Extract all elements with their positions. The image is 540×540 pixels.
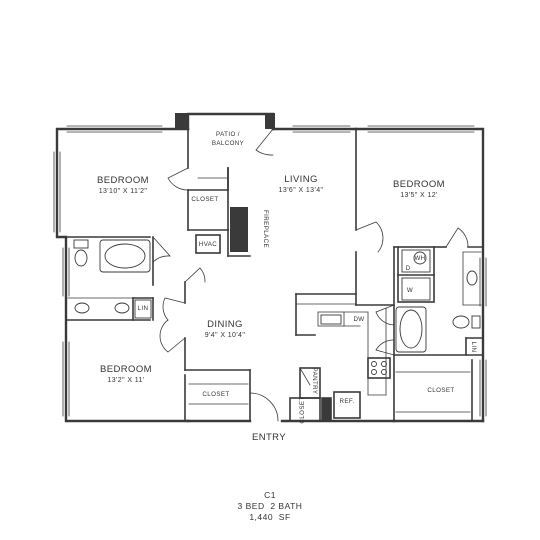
unit-area: 1,440 SF	[249, 512, 291, 522]
dryer-label: D	[406, 265, 411, 272]
closet-entry-label: CLOSET	[299, 396, 306, 423]
ref-label: REF.	[339, 398, 354, 405]
dining-name: DINING	[207, 319, 243, 330]
unit-beds-baths: 3 BED 2 BATH	[237, 501, 303, 511]
dining-dim: 9'4" X 10'4"	[205, 332, 246, 339]
living-dim: 13'6" X 13'4"	[279, 187, 324, 194]
door-swings	[152, 128, 469, 422]
counters	[67, 177, 482, 413]
wh-label: WH	[414, 255, 425, 262]
closet-e-label: CLOSET	[427, 387, 454, 394]
closet-sw-label: CLOSET	[202, 391, 229, 398]
unit-name: C1	[264, 490, 276, 500]
fireplace-label: FIREPLACE	[262, 210, 269, 248]
washer-label: W	[407, 287, 413, 294]
bedroom-e-name: BEDROOM	[393, 179, 445, 190]
bedroom-sw-name: BEDROOM	[100, 364, 152, 375]
patio-label-1: PATIO /	[216, 131, 240, 138]
bedroom-sw-dim: 13'2" X 11'	[107, 377, 144, 384]
bedroom-e-dim: 13'5" X 12'	[400, 192, 438, 199]
lin-left-label: LIN	[138, 305, 149, 312]
interior-walls	[65, 128, 484, 422]
closet-nw-label: CLOSET	[191, 196, 218, 203]
bedroom-nw-name: BEDROOM	[97, 175, 149, 186]
patio-label-2: BALCONY	[212, 140, 244, 147]
bedroom-nw-dim: 13'10" X 11'2"	[99, 188, 148, 195]
windows	[53, 125, 487, 417]
fixtures	[73, 239, 481, 375]
entry-label: ENTRY	[252, 432, 286, 443]
pantry-label: PANTRY	[311, 368, 318, 395]
unit-caption: C1 3 BED 2 BATH 1,440 SF	[0, 490, 540, 523]
solid-blocks	[175, 113, 331, 421]
hvac-label: HVAC	[199, 241, 217, 248]
floor-plan: BEDROOM 13'10" X 11'2" BEDROOM 13'2" X 1…	[53, 112, 487, 443]
lin-right-label: LIN	[470, 342, 477, 353]
dw-label: DW	[353, 316, 364, 323]
living-name: LIVING	[284, 174, 318, 185]
